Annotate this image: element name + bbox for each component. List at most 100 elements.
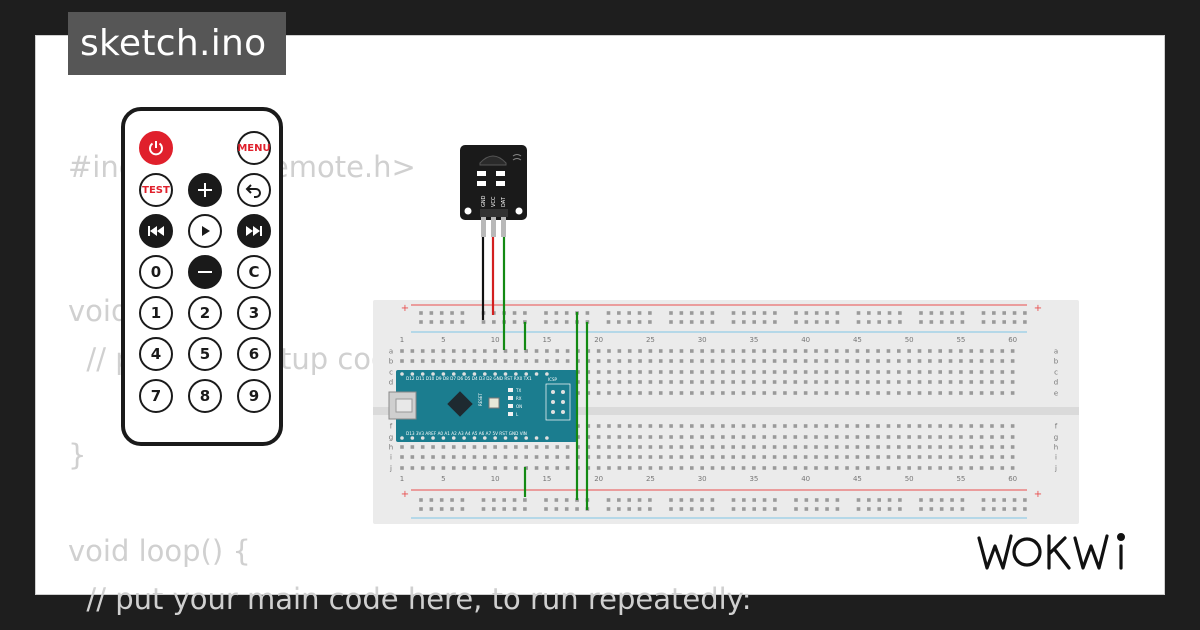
breadboard-hole — [783, 391, 787, 395]
digit-3-button[interactable]: 3 — [237, 296, 271, 330]
breadboard-hole — [845, 391, 849, 395]
rail-hole — [429, 311, 434, 315]
breadboard-hole — [669, 349, 673, 353]
breadboard-hole — [679, 380, 684, 384]
status-led-label: ON — [516, 404, 522, 409]
rail-hole — [544, 507, 548, 511]
breadboard-hole — [472, 359, 477, 363]
back-button[interactable] — [237, 173, 271, 207]
rail-hole — [877, 498, 881, 502]
digit-7-button[interactable]: 7 — [139, 379, 173, 413]
breadboard-hole — [1000, 349, 1005, 353]
digit-6-button[interactable]: 6 — [237, 337, 271, 371]
breadboard-hole — [814, 391, 818, 395]
rail-hole — [867, 498, 871, 502]
breadboard-hole — [803, 455, 808, 459]
rail-hole — [981, 498, 986, 502]
rail-hole — [752, 311, 756, 315]
rail-hole — [762, 320, 767, 324]
breadboard-hole — [731, 391, 735, 395]
breadboard-hole — [959, 455, 963, 459]
rail-hole — [648, 311, 652, 315]
digit-9-button[interactable]: 9 — [237, 379, 271, 413]
rail-hole — [929, 498, 934, 502]
breadboard-hole — [710, 455, 715, 459]
breadboard-hole — [700, 349, 704, 353]
breadboard-hole — [669, 391, 673, 395]
digit-0-button[interactable]: 0 — [139, 255, 173, 289]
rail-hole — [825, 311, 829, 315]
breadboard-hole — [979, 380, 984, 384]
nano-pin — [483, 372, 487, 376]
breadboard-hole — [420, 455, 425, 459]
digit-1-button-label: 1 — [150, 304, 162, 322]
plus-button[interactable] — [188, 173, 222, 207]
digit-2-button[interactable]: 2 — [188, 296, 222, 330]
breadboard-hole — [731, 466, 735, 470]
test-button[interactable]: TEST — [139, 173, 173, 207]
digit-1-button[interactable]: 1 — [139, 296, 173, 330]
breadboard-hole — [886, 349, 891, 353]
breadboard-hole — [772, 349, 777, 353]
breadboard-hole — [565, 466, 570, 470]
rail-hole — [617, 320, 621, 324]
rail-hole — [450, 320, 454, 324]
breadboard-hole — [845, 359, 849, 363]
nano-pin — [431, 372, 435, 376]
digit-4-button[interactable]: 4 — [139, 337, 173, 371]
breadboard-hole — [793, 359, 798, 363]
prev-button[interactable] — [139, 214, 173, 248]
breadboard-hole — [534, 455, 539, 459]
rail-hole — [1023, 507, 1027, 511]
rail-hole — [627, 320, 631, 324]
breadboard-hole — [897, 424, 901, 428]
breadboard-hole — [1010, 455, 1015, 459]
column-number: 55 — [956, 475, 965, 483]
menu-button[interactable]: MENU — [237, 131, 271, 165]
breadboard-hole — [710, 391, 715, 395]
breadboard-hole — [534, 349, 539, 353]
reset-button[interactable] — [488, 397, 500, 409]
rail-hole — [700, 320, 704, 324]
breadboard-hole — [669, 466, 673, 470]
digit-5-button[interactable]: 5 — [188, 337, 222, 371]
icsp-pin — [561, 410, 565, 414]
breadboard-hole — [627, 349, 632, 353]
rail-plus-sign: + — [1034, 303, 1042, 314]
column-number: 50 — [905, 475, 914, 483]
rail-hole — [929, 320, 934, 324]
power-button[interactable] — [139, 131, 173, 165]
minus-button[interactable] — [188, 255, 222, 289]
rail-hole — [460, 311, 465, 315]
rail-hole — [710, 507, 715, 511]
rail-hole — [544, 320, 548, 324]
breadboard-hole — [876, 466, 880, 470]
rail-hole — [992, 498, 996, 502]
digit-8-button[interactable]: 8 — [188, 379, 222, 413]
breadboard-hole — [948, 445, 953, 449]
play-button[interactable] — [188, 214, 222, 248]
rail-hole — [439, 311, 444, 315]
breadboard-hole — [658, 391, 663, 395]
rail-hole — [502, 498, 506, 502]
rail-hole — [617, 311, 621, 315]
column-number: 40 — [801, 475, 810, 483]
breadboard-hole — [783, 466, 787, 470]
breadboard-hole — [969, 424, 974, 428]
breadboard-hole — [990, 455, 994, 459]
next-button[interactable] — [237, 214, 271, 248]
breadboard-hole — [690, 349, 694, 353]
c-button[interactable]: C — [237, 255, 271, 289]
breadboard-hole — [493, 455, 497, 459]
rail-hole — [794, 311, 798, 315]
breadboard-hole — [669, 435, 673, 439]
rail-hole — [981, 507, 986, 511]
rail-hole — [689, 311, 694, 315]
mount-hole-right — [515, 207, 523, 215]
breadboard-hole — [938, 380, 942, 384]
rail-hole — [919, 311, 923, 315]
